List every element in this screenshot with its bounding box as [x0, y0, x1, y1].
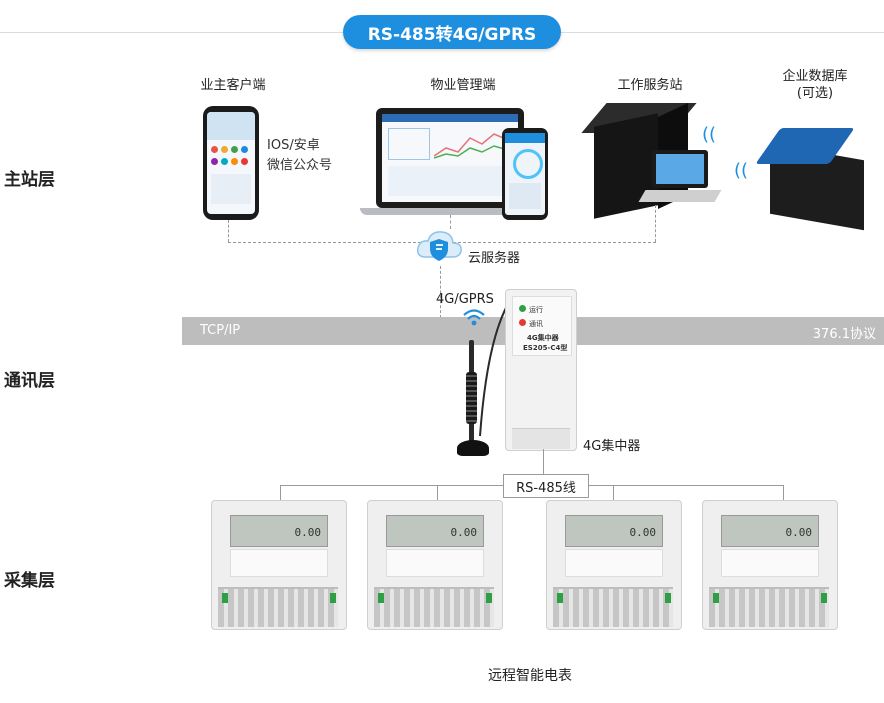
tcpip-label: TCP/IP	[200, 323, 241, 338]
meter-reading: 0.00	[785, 526, 813, 539]
protocol-label: 376.1协议	[812, 327, 876, 342]
bus-drop	[783, 485, 784, 501]
wifi-icon: ((	[702, 124, 717, 145]
smartphone-icon	[203, 106, 259, 220]
server-icon	[594, 113, 658, 219]
electric-meter-icon: 0.00	[702, 500, 838, 630]
enterprise-db-optional-label: (可选)	[796, 86, 834, 101]
bus-line	[280, 485, 503, 486]
cloud-server-label: 云服务器	[468, 251, 521, 266]
device-name: 4G集中器	[527, 334, 559, 342]
concentrator-label: 4G集中器	[583, 439, 641, 454]
meter-reading: 0.00	[629, 526, 657, 539]
led-run-label: 运行	[529, 306, 543, 314]
connector-line	[655, 205, 656, 242]
led-comm-label: 通讯	[529, 320, 543, 328]
electric-meter-icon: 0.00	[211, 500, 347, 630]
layer-acquisition: 采集层	[4, 571, 55, 591]
meter-reading: 0.00	[294, 526, 322, 539]
mobile-device-icon	[502, 128, 548, 220]
meters-caption: 远程智能电表	[488, 668, 572, 684]
layer-communication: 通讯层	[4, 371, 55, 391]
wifi-signal-icon	[463, 309, 485, 326]
os-label: IOS/安卓	[267, 138, 320, 153]
connector-line	[450, 215, 451, 229]
workstation-laptop-icon	[652, 150, 708, 188]
wechat-label: 微信公众号	[267, 158, 333, 173]
wifi-icon: ((	[734, 160, 749, 181]
gprs-label: 4G/GPRS	[436, 292, 494, 307]
layer-main-station: 主站层	[4, 170, 55, 190]
concentrator-device: 运行 通讯 4G集中器 ES205-C4型	[505, 289, 577, 451]
connector-line	[440, 266, 441, 318]
device-model: ES205-C4型	[523, 344, 568, 352]
antenna-coil	[466, 372, 477, 424]
cloud-shield-icon	[416, 231, 462, 261]
antenna-base	[457, 440, 489, 456]
bus-line	[587, 485, 783, 486]
workstation-laptop-base	[638, 190, 722, 202]
electric-meter-icon: 0.00	[546, 500, 682, 630]
electric-meter-icon: 0.00	[367, 500, 503, 630]
bus-drop	[437, 485, 438, 501]
workstation-label: 工作服务站	[617, 78, 683, 93]
owner-client-label: 业主客户端	[200, 78, 266, 93]
connector-line	[228, 220, 229, 242]
diagram-title: RS-485转4G/GPRS	[343, 15, 561, 49]
bus-drop	[613, 485, 614, 501]
bus-line	[543, 449, 544, 474]
laptop-base	[360, 208, 540, 215]
laptop-icon	[376, 108, 524, 208]
meter-reading: 0.00	[450, 526, 478, 539]
enterprise-db-label: 企业数据库	[782, 69, 848, 84]
bus-drop	[280, 485, 281, 501]
property-client-label: 物业管理端	[430, 78, 496, 93]
rs485-label: RS-485线	[503, 474, 589, 498]
